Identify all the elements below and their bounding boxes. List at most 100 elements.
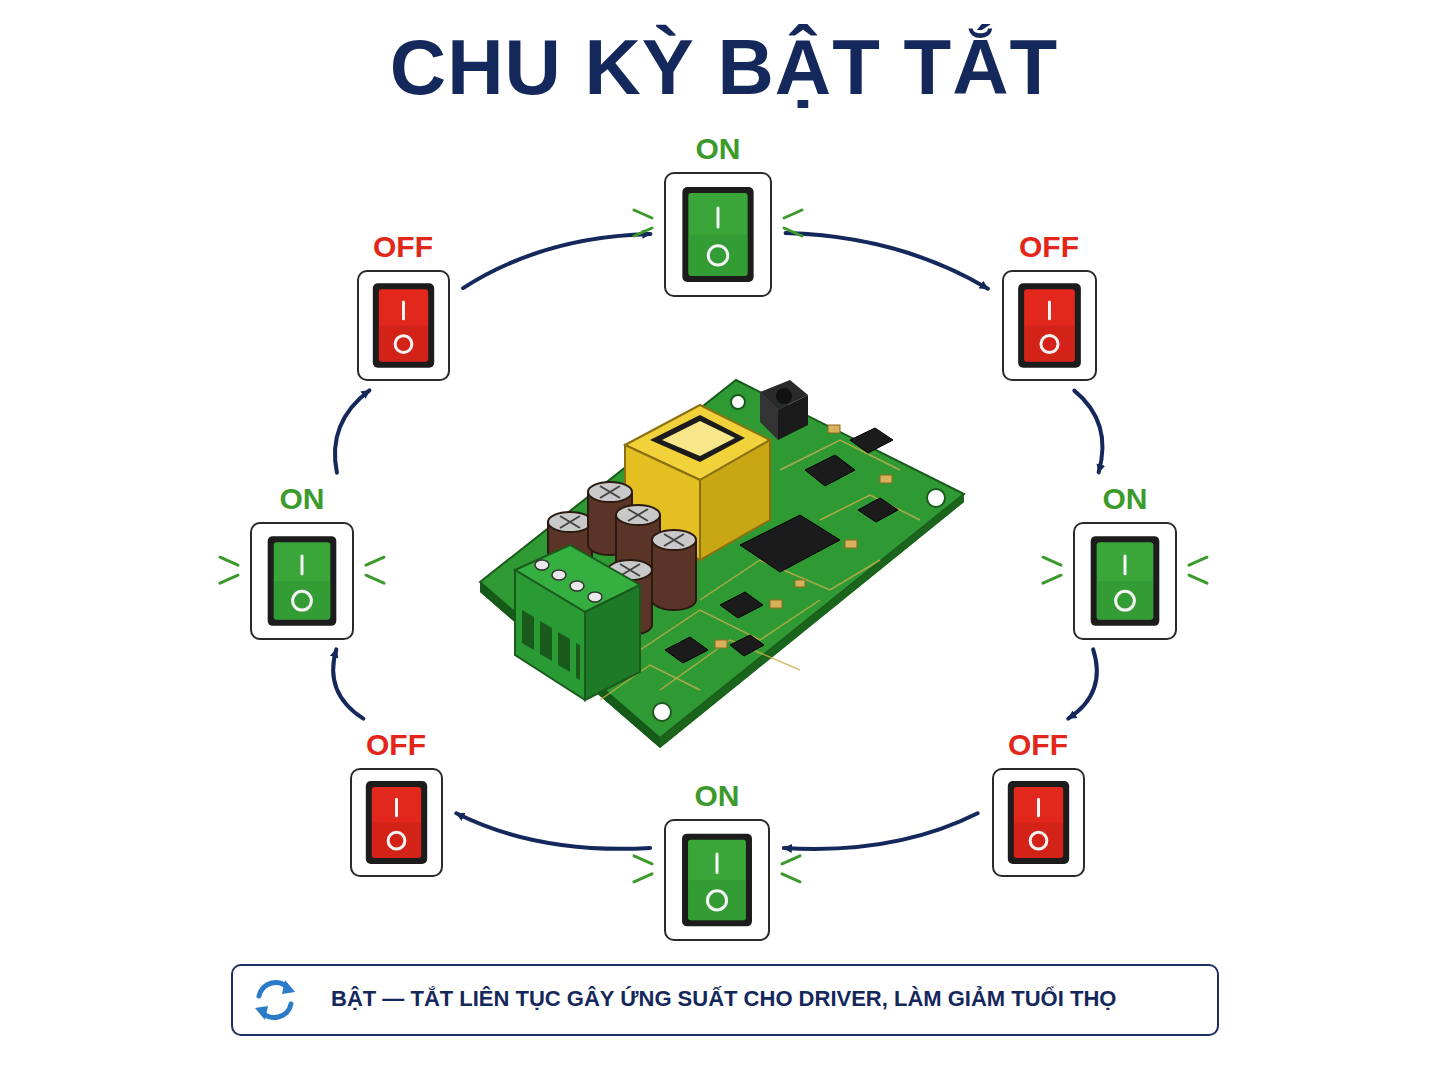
off-mark: [708, 246, 727, 265]
switch-shade: [1097, 581, 1154, 620]
switch-face: [1097, 542, 1154, 620]
glow-tick: [634, 210, 652, 218]
switch-node: OFF: [988, 728, 1089, 877]
switch-face: [688, 840, 746, 921]
rocker-switch: [992, 768, 1085, 877]
rocker-switch: [664, 172, 772, 297]
cycle-arrow: [784, 813, 978, 849]
switch-face: [688, 193, 747, 276]
switch-frame: [682, 834, 752, 927]
refresh-icon: [249, 974, 301, 1026]
on-mark: [402, 302, 405, 319]
cycle-arrow: [335, 390, 370, 472]
switch-shade: [371, 823, 420, 858]
state-label: OFF: [988, 728, 1089, 762]
cycle-arrow: [456, 813, 650, 849]
switch-node: ON: [660, 779, 774, 941]
cycle-arrow: [463, 234, 650, 288]
cycle-arrow: [333, 649, 363, 718]
switch-symbol: [992, 768, 1085, 877]
switch-frame: [1007, 781, 1068, 864]
cycle-arrow: [786, 233, 988, 289]
rocker-switch: [1002, 270, 1097, 381]
switch-symbol: [350, 768, 443, 877]
switch-frame: [365, 781, 426, 864]
switch-bezel: [665, 173, 771, 296]
switch-shade: [688, 880, 746, 920]
rocker-switch: [357, 270, 450, 381]
switch-node: ON: [246, 482, 358, 640]
state-label: OFF: [998, 230, 1101, 264]
switch-node: ON: [1069, 482, 1181, 640]
switch-symbol: [664, 172, 772, 297]
cycle-arrow: [1074, 391, 1102, 473]
on-mark: [1124, 556, 1127, 574]
diagram-title: CHU KỲ BẬT TẮT: [0, 22, 1448, 113]
state-label: OFF: [346, 728, 447, 762]
glow-tick: [220, 575, 238, 583]
switch-shade: [688, 235, 747, 277]
switch-frame: [1091, 536, 1160, 626]
switch-node: OFF: [353, 230, 454, 381]
rocker-switch: [1073, 522, 1177, 640]
switch-shade: [1024, 326, 1075, 362]
glow-tick: [1043, 575, 1061, 583]
glow-tick: [1189, 575, 1207, 583]
glow-tick: [784, 210, 802, 218]
switch-frame: [372, 283, 433, 367]
state-label: ON: [1069, 482, 1181, 516]
cycle-arrow: [1068, 649, 1097, 718]
switch-frame: [268, 536, 337, 626]
glow-tick: [782, 874, 800, 882]
rocker-switch: [350, 768, 443, 877]
switch-face: [371, 787, 420, 858]
switch-face: [274, 542, 331, 620]
switch-frame: [1018, 283, 1081, 367]
on-mark: [301, 556, 304, 574]
glow-tick: [784, 228, 802, 236]
switch-shade: [1013, 823, 1062, 858]
on-mark: [716, 854, 719, 873]
off-mark: [1040, 336, 1057, 353]
glow-tick: [634, 874, 652, 882]
switch-face: [378, 289, 427, 361]
state-label: ON: [660, 132, 776, 166]
off-mark: [1030, 832, 1047, 849]
switch-shade: [274, 581, 331, 620]
glow-tick: [634, 856, 652, 864]
on-mark: [1048, 302, 1051, 319]
glow-tick: [1043, 557, 1061, 565]
switch-node: OFF: [998, 230, 1101, 381]
switch-frame: [682, 187, 753, 282]
switch-bezel: [993, 769, 1084, 876]
glow-tick: [220, 557, 238, 565]
switch-symbol: [357, 270, 450, 381]
glow-tick: [366, 557, 384, 565]
switch-bezel: [358, 271, 449, 380]
switch-face: [1024, 289, 1075, 361]
glow-tick: [782, 856, 800, 864]
off-mark: [293, 591, 312, 610]
switch-bezel: [665, 820, 769, 940]
glow-tick: [1189, 557, 1207, 565]
switch-symbol: [250, 522, 354, 640]
on-mark: [1037, 799, 1040, 816]
switch-symbol: [1002, 270, 1097, 381]
switch-bezel: [351, 769, 442, 876]
glow-tick: [366, 575, 384, 583]
on-mark: [717, 208, 720, 227]
state-label: ON: [660, 779, 774, 813]
switch-symbol: [664, 819, 770, 941]
rocker-switch: [250, 522, 354, 640]
switch-bezel: [1074, 523, 1176, 639]
switch-symbol: [1073, 522, 1177, 640]
switch-shade: [378, 326, 427, 362]
glow-tick: [634, 228, 652, 236]
rocker-switch: [664, 819, 770, 941]
caption-box: BẬT — TẮT LIÊN TỤC GÂY ỨNG SUẤT CHO DRIV…: [231, 964, 1219, 1036]
on-mark: [395, 799, 398, 816]
off-mark: [388, 832, 405, 849]
off-mark: [395, 336, 412, 353]
switch-face: [1013, 787, 1062, 858]
switch-bezel: [1003, 271, 1096, 380]
